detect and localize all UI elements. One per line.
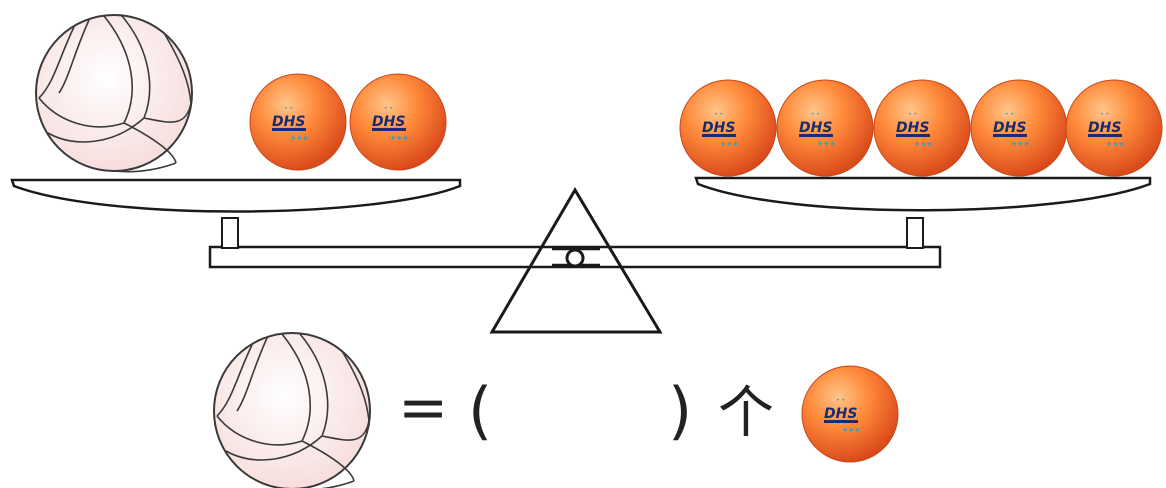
volleyball-left — [35, 14, 193, 173]
ping-pong-ball-left-2 — [349, 73, 447, 171]
close-parenthesis: ) — [668, 374, 692, 447]
right-pan-post — [906, 217, 924, 249]
pivot-pin — [565, 248, 585, 268]
ping-pong-ball-right-3 — [873, 79, 971, 177]
ping-pong-ball-right-1 — [679, 79, 777, 177]
equation: = ( ) 个 — [213, 332, 899, 488]
ping-pong-ball-right-5 — [1065, 79, 1163, 177]
ping-pong-ball-equation — [801, 365, 899, 463]
left-pan — [10, 178, 462, 213]
left-pan-post — [221, 217, 239, 249]
right-pan-items — [679, 79, 1163, 177]
left-pan-items — [35, 14, 447, 173]
right-pan — [694, 176, 1152, 212]
volleyball-equation — [213, 332, 371, 488]
equals-sign: = — [398, 373, 448, 443]
ping-pong-ball-left-1 — [249, 73, 347, 171]
ping-pong-ball-right-2 — [776, 79, 874, 177]
scale-structure — [10, 176, 1152, 334]
measure-word: 个 — [718, 381, 774, 446]
open-parenthesis: ( — [468, 374, 492, 447]
fulcrum-triangle — [489, 187, 663, 334]
ping-pong-ball-right-4 — [970, 79, 1068, 177]
